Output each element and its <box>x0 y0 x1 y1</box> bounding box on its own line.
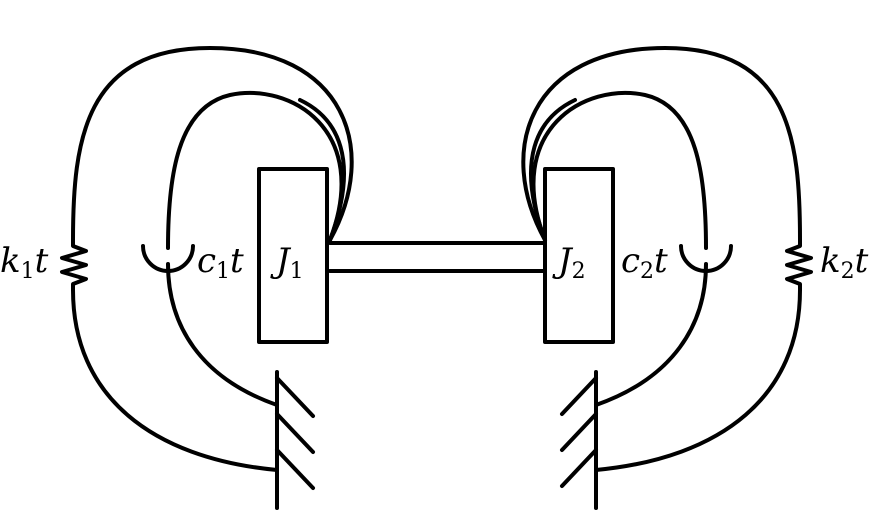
label-j2: J2 <box>552 241 586 284</box>
damper-c1 <box>141 90 344 407</box>
label-k2: k2t <box>820 241 869 284</box>
label-c1: c1t <box>197 241 244 284</box>
connector-curve-right <box>529 98 577 242</box>
ground-left <box>275 370 315 510</box>
damper-c2 <box>531 90 733 407</box>
label-k1: k1t <box>0 241 49 284</box>
label-j1: J1 <box>270 241 304 284</box>
spring-k2 <box>521 46 813 472</box>
ground-right <box>560 370 598 510</box>
connector-curve-left <box>298 98 346 242</box>
disk-j2 <box>543 167 615 344</box>
disk-j1 <box>257 167 329 344</box>
connecting-shaft <box>328 241 547 273</box>
label-c2: c2t <box>621 241 668 284</box>
spring-k1 <box>60 46 354 472</box>
